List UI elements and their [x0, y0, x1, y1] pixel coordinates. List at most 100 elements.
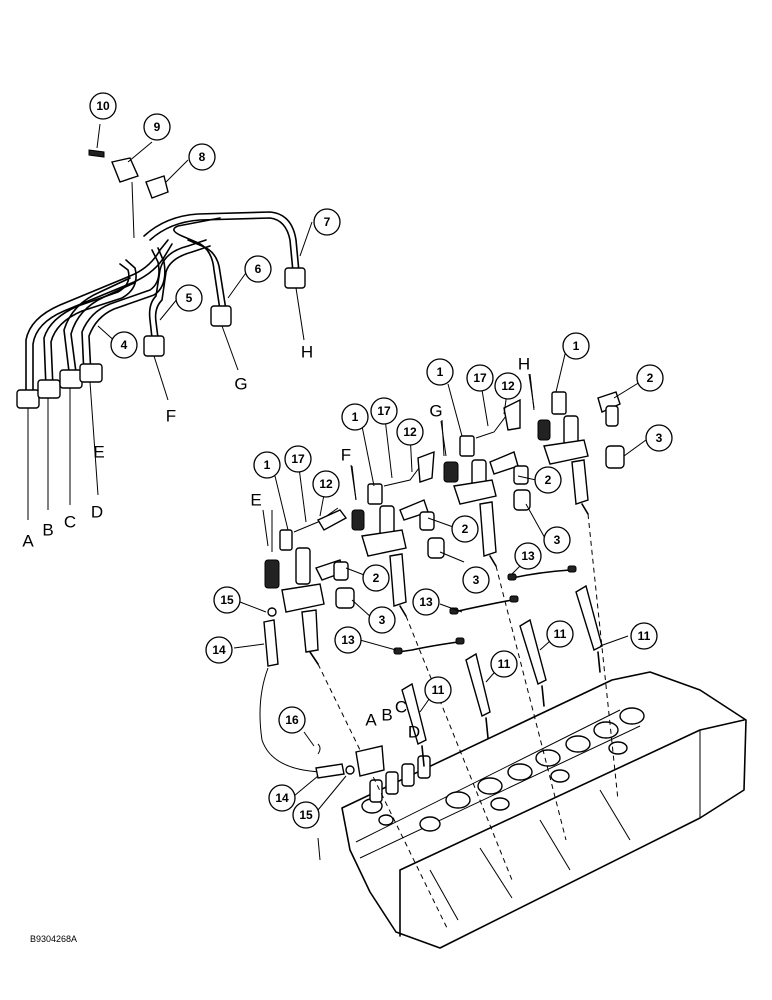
- callout-c11a: 11: [630, 622, 658, 650]
- cylinder-head: [317, 671, 747, 949]
- callout-label: 1: [573, 339, 580, 353]
- callout-label: 11: [432, 683, 445, 697]
- callout-label: 3: [379, 613, 386, 627]
- letter-f-pipe: F: [166, 407, 176, 426]
- callout-c13b: 13: [412, 588, 440, 616]
- callout-label: 6: [255, 262, 262, 276]
- letter-e-pipe: E: [93, 443, 104, 462]
- callout-label: 14: [212, 643, 226, 657]
- callout-label: 3: [473, 573, 480, 587]
- callout-label: 2: [373, 571, 380, 585]
- injector-1: [264, 507, 449, 931]
- injector-4: [537, 391, 625, 801]
- callout-c6: 6: [244, 255, 272, 283]
- callout-c11c: 11: [490, 650, 518, 678]
- callout-c14a: 14: [205, 636, 233, 664]
- letter-f-injector: F: [341, 446, 351, 465]
- callout-c15b: 15: [292, 801, 320, 829]
- callout-c5: 5: [175, 284, 203, 312]
- letter-a-pipe: A: [22, 532, 34, 551]
- callout-c4: 4: [110, 331, 138, 359]
- letter-arrows: [262, 373, 535, 547]
- callout-label: 9: [154, 120, 161, 134]
- callout-c3d: 3: [368, 606, 396, 634]
- letter-c-pipe: C: [64, 513, 76, 532]
- callout-c16: 16: [278, 706, 306, 734]
- letter-h-injector: H: [518, 355, 530, 374]
- callout-label: 2: [545, 473, 552, 487]
- callout-c17b: 17: [370, 397, 398, 425]
- callout-label: 17: [377, 404, 391, 418]
- callout-c2a: 2: [636, 364, 664, 392]
- letter-h-pipe: H: [301, 343, 313, 362]
- callout-label: 2: [462, 522, 469, 536]
- letter-b-head: B: [381, 706, 392, 725]
- callout-label: 8: [199, 150, 206, 164]
- callout-c12c: 12: [494, 372, 522, 400]
- callout-label: 17: [473, 371, 487, 385]
- callout-c8: 8: [188, 143, 216, 171]
- callout-label: 15: [299, 808, 313, 822]
- callout-label: 15: [220, 593, 234, 607]
- callout-c14b: 14: [268, 784, 296, 812]
- callout-label: 11: [498, 657, 511, 671]
- callout-c13c: 13: [334, 626, 362, 654]
- callout-label: 12: [403, 425, 417, 439]
- callout-c9: 9: [143, 113, 171, 141]
- callout-c1b: 1: [341, 403, 369, 431]
- callout-label: 11: [638, 629, 651, 643]
- callout-label: 12: [319, 477, 333, 491]
- injector-3: [443, 398, 567, 841]
- callout-label: 10: [96, 99, 110, 113]
- callout-label: 16: [285, 713, 299, 727]
- callout-label: 11: [554, 627, 567, 641]
- callout-c7: 7: [313, 208, 341, 236]
- callout-label: 5: [186, 291, 193, 305]
- callout-c2b: 2: [534, 466, 562, 494]
- injector-assemblies: [264, 391, 625, 931]
- callout-c3c: 3: [462, 566, 490, 594]
- callout-label: 17: [291, 452, 305, 466]
- callout-label: 13: [521, 549, 535, 563]
- callout-c17a: 17: [284, 445, 312, 473]
- callout-label: 1: [437, 365, 444, 379]
- callout-c1c: 1: [426, 358, 454, 386]
- callout-c11d: 11: [424, 676, 452, 704]
- callout-c2d: 2: [362, 564, 390, 592]
- callout-label: 7: [324, 215, 331, 229]
- figure-code: B9304268A: [30, 934, 77, 944]
- clamp-hardware: [88, 123, 189, 239]
- injector-2: [351, 450, 513, 881]
- callout-c2c: 2: [451, 515, 479, 543]
- letter-g-injector: G: [429, 402, 442, 421]
- callout-label: 13: [341, 633, 355, 647]
- callout-c13a: 13: [514, 542, 542, 570]
- injection-lines: [16, 211, 306, 520]
- return-hose: [259, 607, 385, 779]
- leakoff-hoses: [393, 565, 577, 655]
- callout-label: 14: [275, 791, 289, 805]
- callout-c3b: 3: [543, 526, 571, 554]
- callout-c1a: 1: [253, 451, 281, 479]
- callout-label: 4: [121, 338, 128, 352]
- letter-c-head: C: [395, 698, 407, 717]
- callout-label: 1: [264, 458, 271, 472]
- callout-c10: 10: [89, 92, 117, 120]
- callout-label: 3: [554, 533, 561, 547]
- callout-label: 12: [501, 379, 515, 393]
- callout-label: 1: [352, 410, 359, 424]
- letter-d-pipe: D: [91, 503, 103, 522]
- letter-b-pipe: B: [42, 521, 53, 540]
- callout-c11b: 11: [546, 620, 574, 648]
- callout-c15a: 15: [213, 586, 241, 614]
- letter-d-head: D: [408, 723, 420, 742]
- callout-c3a: 3: [645, 424, 673, 452]
- callout-c12b: 12: [396, 418, 424, 446]
- callout-c12a: 12: [312, 470, 340, 498]
- letter-e-injector: E: [250, 491, 261, 510]
- callout-c1d: 1: [562, 332, 590, 360]
- callout-c17c: 17: [466, 364, 494, 392]
- callout-label: 3: [656, 431, 663, 445]
